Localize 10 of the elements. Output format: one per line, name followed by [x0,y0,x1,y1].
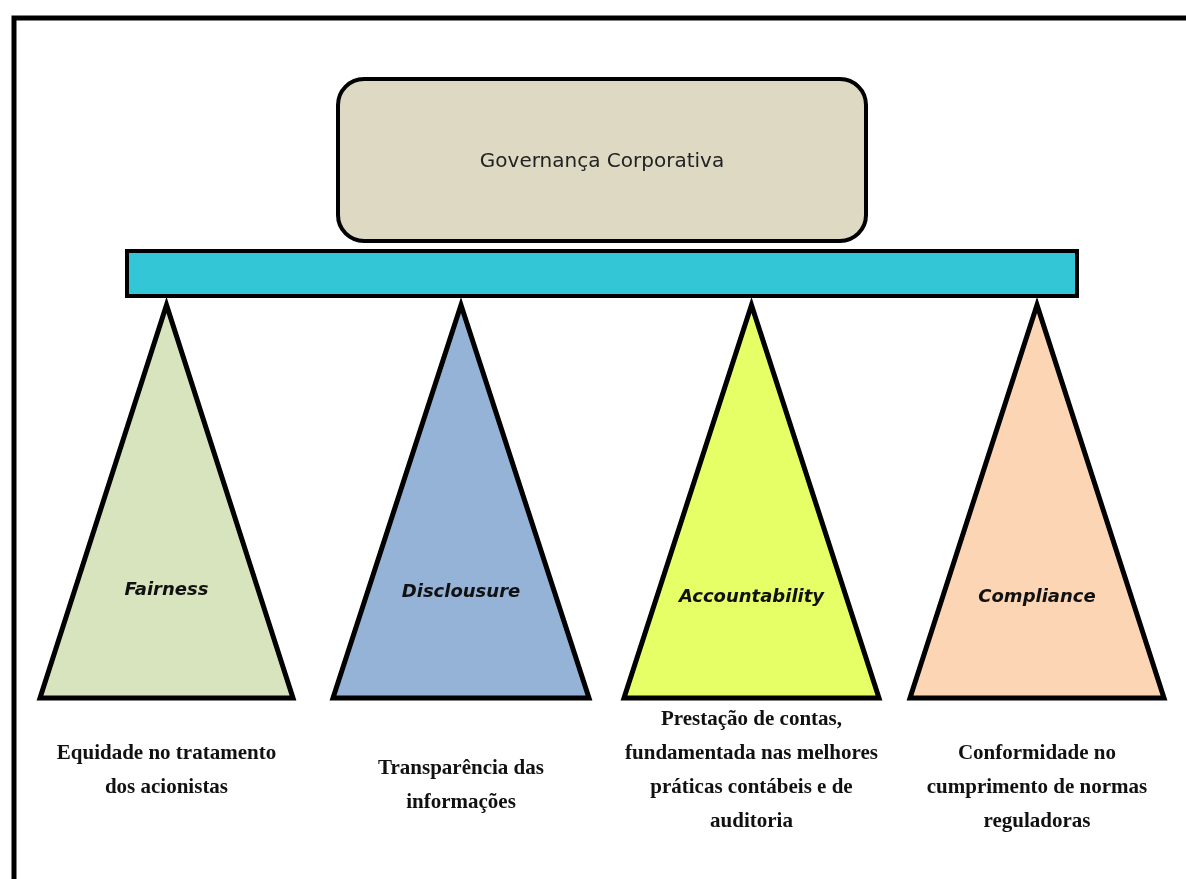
description-text: Conformidade no cumprimento de normas reguladoras [925,739,1149,834]
description-text: Prestação de contas, fundamentada nas melhores práticas contábeis e de auditoria [624,705,879,834]
horizontal-bar [125,249,1079,298]
pillar-label: Disclousure [401,580,521,601]
title-box: Governança Corporativa [336,77,868,243]
pillar-label: Fairness [124,578,209,599]
description-text: Transparência das informações [377,754,545,815]
description-text: Equidade no tratamento dos acionistas [55,739,278,800]
pillar-label: Compliance [978,585,1096,606]
pillar-label: Accountability [678,585,825,606]
